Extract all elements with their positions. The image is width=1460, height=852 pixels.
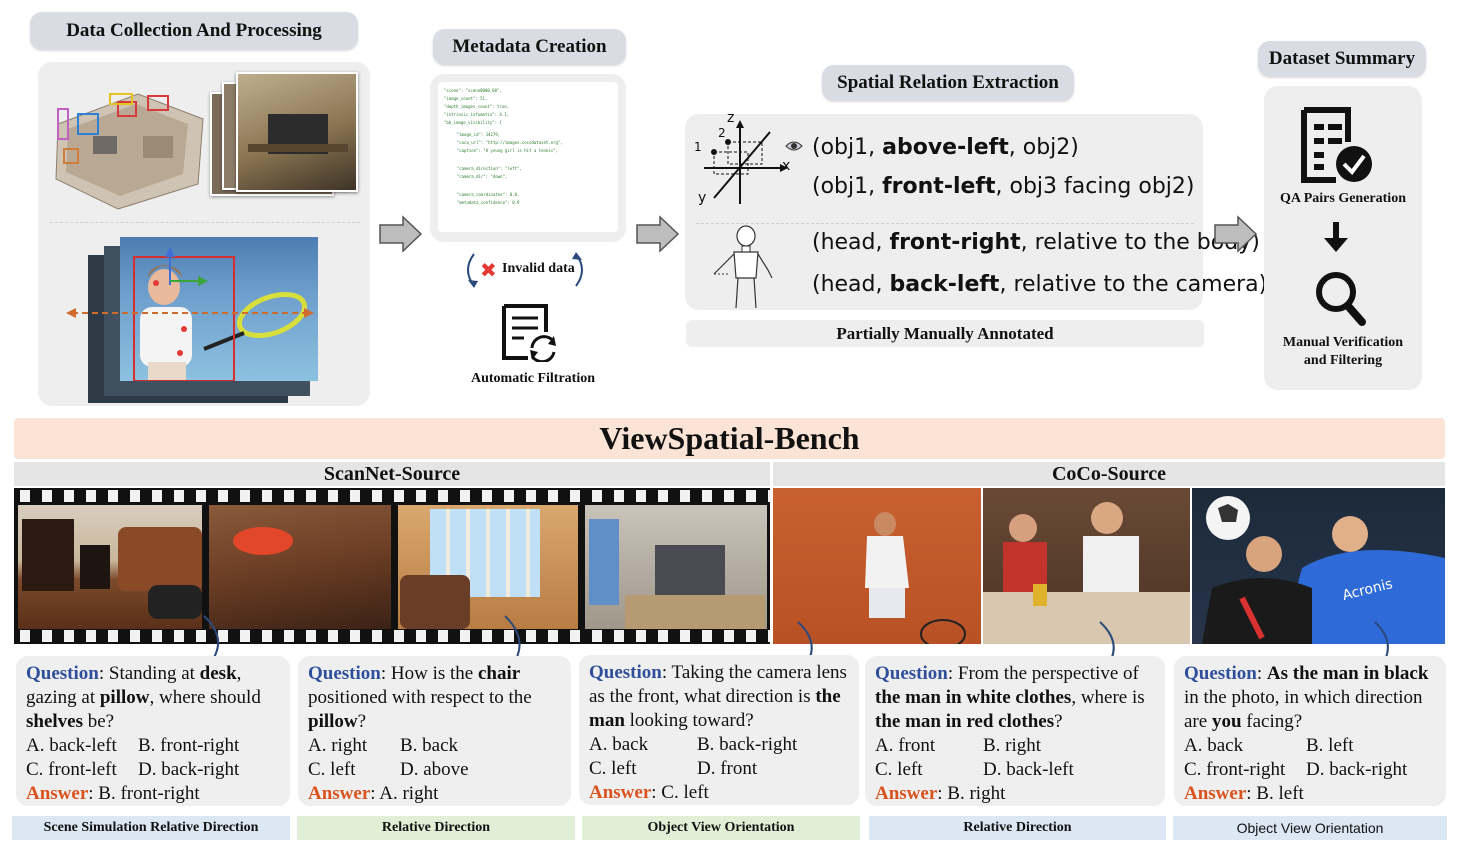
code-line-10: "camera_coordinates": 0.0,	[452, 192, 520, 197]
relation-3: (head, front-right, relative to the body…	[812, 230, 1260, 255]
film-holes-bottom	[14, 630, 770, 642]
collection-divider	[50, 222, 360, 223]
stage-title-metadata: Metadata Creation	[433, 29, 626, 65]
stage-title-spatial: Spatial Relation Extraction	[822, 65, 1074, 101]
spatial-divider	[696, 223, 1194, 224]
coco-photo-soccer: Acronis	[1192, 488, 1445, 644]
auto-filter-label: Automatic Filtration	[470, 371, 596, 386]
mannequin-figure	[713, 225, 773, 309]
scan-3d-image	[55, 93, 204, 210]
question-card-4: Question: From the perspective of the ma…	[865, 656, 1165, 806]
scannet-photo-sofa	[209, 505, 391, 629]
question-label: Question	[875, 663, 948, 684]
question-label: Question	[1184, 663, 1257, 684]
code-line-3: "intrinsic_infomatix": 4.1,	[444, 112, 510, 117]
partially-annotated-label: Partially Manually Annotated	[686, 320, 1204, 347]
code-line-0: "scene": "scene0000_00",	[444, 88, 502, 93]
stage-title-summary: Dataset Summary	[1258, 41, 1426, 77]
category-label-2: Relative Direction	[297, 816, 575, 840]
question-card-5: Question: As the man in black in the pho…	[1174, 656, 1446, 806]
bench-title-banner: ViewSpatial-Bench	[14, 418, 1445, 459]
invalid-data-label: Invalid data	[502, 261, 575, 276]
code-line-5: "image_id": 14279,	[452, 132, 501, 137]
relation-4: (head, back-left, relative to the camera…	[812, 272, 1268, 297]
answer-label: Answer	[26, 783, 89, 804]
scannet-photo-office	[585, 505, 767, 629]
flow-arrow-2	[636, 215, 680, 253]
code-line-1: "image_count": 51,	[444, 96, 488, 101]
verify-label-1: Manual Verification	[1282, 335, 1404, 350]
code-line-4: "bb_image_visibility": {	[444, 120, 502, 125]
code-line-9: "camera_dir": "down",	[452, 174, 508, 179]
category-label-5: Object View Orientation	[1173, 816, 1447, 840]
qa-document-icon	[1301, 107, 1372, 183]
axis-1-label: 1	[694, 140, 702, 154]
qa-pairs-label: QA Pairs Generation	[1280, 191, 1406, 206]
stage-title-collection: Data Collection And Processing	[30, 12, 358, 50]
coco-photo-tennis	[773, 488, 981, 644]
eye-icon	[785, 141, 803, 151]
tennis-frame-front	[120, 237, 318, 381]
category-label-3: Object View Orientation	[582, 816, 860, 840]
flow-arrow-3	[1214, 215, 1258, 253]
auto-filter-icon	[502, 304, 556, 362]
relation-2: (obj1, front-left, obj3 facing obj2)	[812, 174, 1195, 199]
flow-arrow-1	[379, 215, 423, 253]
question-label: Question	[26, 663, 99, 684]
answer-label: Answer	[875, 783, 938, 804]
code-line-2: "depth_images_count": true,	[444, 104, 510, 109]
question-label: Question	[589, 662, 662, 683]
question-card-1: Question: Standing at desk, gazing at pi…	[16, 656, 290, 806]
answer-label: Answer	[1184, 783, 1247, 804]
coco-source-header: CoCo-Source	[773, 462, 1445, 486]
axis-z-label: z	[727, 110, 735, 126]
code-line-7: "caption": "A young girl is hit a tennis…	[452, 148, 558, 153]
scannet-photo-piano	[18, 505, 202, 629]
scannet-photo-window	[398, 505, 578, 629]
search-icon	[1316, 272, 1366, 326]
axes-3d-icon	[704, 120, 788, 204]
answer-label: Answer	[589, 782, 652, 803]
relation-1: (obj1, above-left, obj2)	[812, 135, 1079, 160]
film-holes-top	[14, 490, 770, 502]
question-label: Question	[308, 663, 381, 684]
axis-x-label: x	[782, 158, 791, 174]
verify-label-2: and Filtering	[1303, 353, 1383, 368]
coco-photo-dinner	[983, 488, 1190, 644]
code-line-6: "coco_url": "http://images.cocodataset.o…	[452, 140, 563, 145]
down-arrow-icon	[1324, 222, 1348, 252]
orientation-arrows	[66, 247, 314, 318]
metadata-code-sheet: "scene": "scene0000_00", "image_count": …	[438, 82, 618, 232]
cycle-arrows	[467, 252, 583, 288]
answer-label: Answer	[308, 783, 371, 804]
code-line-8: "camera_direction": "left",	[452, 166, 522, 171]
scan-frame-front	[236, 72, 358, 192]
scannet-source-header: ScanNet-Source	[14, 462, 770, 486]
axis-y-label: y	[698, 190, 707, 206]
question-card-2: Question: How is the chair positioned wi…	[298, 656, 571, 806]
code-line-11: "metadata_confidence": 0.9	[452, 200, 520, 205]
question-card-3: Question: Taking the camera lens as the …	[579, 655, 859, 805]
category-label-1: Scene Simulation Relative Direction	[12, 816, 290, 840]
category-label-4: Relative Direction	[869, 816, 1166, 840]
axis-2-label: 2	[718, 126, 726, 140]
invalid-x-icon: ✖	[480, 258, 497, 282]
